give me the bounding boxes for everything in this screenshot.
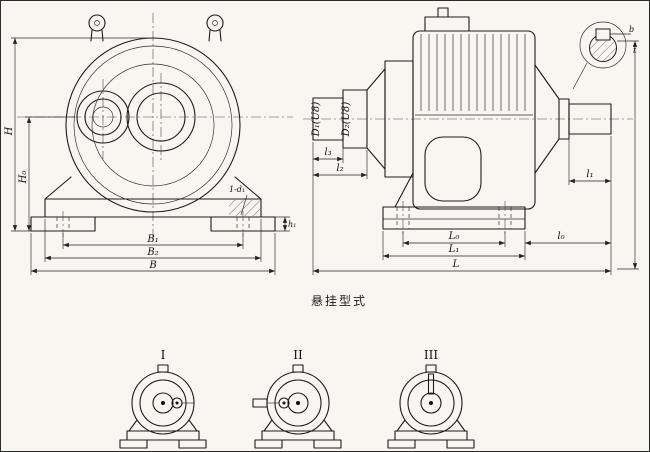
variant-2-input <box>252 397 290 409</box>
side-view: D₁(U8) D₂(U8) l₃ l₂ l₁ L₀ l₀ L₁ L <box>303 7 639 275</box>
variant-3-input <box>427 373 435 395</box>
variant-3-label: III <box>424 348 438 362</box>
output-shaft <box>534 64 612 174</box>
front-housing <box>44 14 262 213</box>
variant-1-input <box>171 397 194 409</box>
gear-body <box>384 7 536 210</box>
dim-l2: l₂ <box>336 163 343 174</box>
side-base <box>382 172 526 235</box>
dim-L1: L₁ <box>448 244 460 255</box>
dim-B: B <box>148 260 156 271</box>
front-centerlines <box>17 13 293 241</box>
front-base <box>30 198 276 237</box>
variant-3: III <box>387 348 475 449</box>
dim-l1: l₁ <box>586 169 593 180</box>
dim-foot-holes: 1-d₁ <box>229 185 245 194</box>
dim-L0: L₀ <box>448 231 460 242</box>
detail-dim-t: t <box>633 46 637 55</box>
dim-B1: B₁ <box>146 234 158 245</box>
front-dimensions: B₁ B₂ B H H₀ 1-d₁ h₁ <box>4 37 296 275</box>
dim-H0: H₀ <box>18 171 29 185</box>
side-dimensions: D₁(U8) D₂(U8) l₃ l₂ l₁ L₀ l₀ L₁ L <box>311 40 639 275</box>
dim-B2: B₂ <box>146 247 158 258</box>
dim-l0: l₀ <box>557 231 564 242</box>
variant-1-label: I <box>161 348 166 362</box>
dim-L: L <box>452 259 460 270</box>
caption-text: 悬挂型式 <box>311 294 367 308</box>
front-view: B₁ B₂ B H H₀ 1-d₁ h₁ <box>4 13 296 275</box>
variant-2-label: II <box>293 348 303 362</box>
dim-D2: D₂(U8) <box>341 102 352 138</box>
dim-l3: l₃ <box>324 147 331 158</box>
dim-D1: D₁(U8) <box>311 102 322 138</box>
dim-H: H <box>4 126 15 136</box>
variant-1: I <box>119 348 207 449</box>
section-hatch <box>229 200 260 216</box>
variant-2: II <box>252 348 342 449</box>
dim-h1: h₁ <box>288 220 296 229</box>
shaft-key-detail: b t <box>572 21 637 90</box>
detail-dim-b: b <box>629 25 634 34</box>
